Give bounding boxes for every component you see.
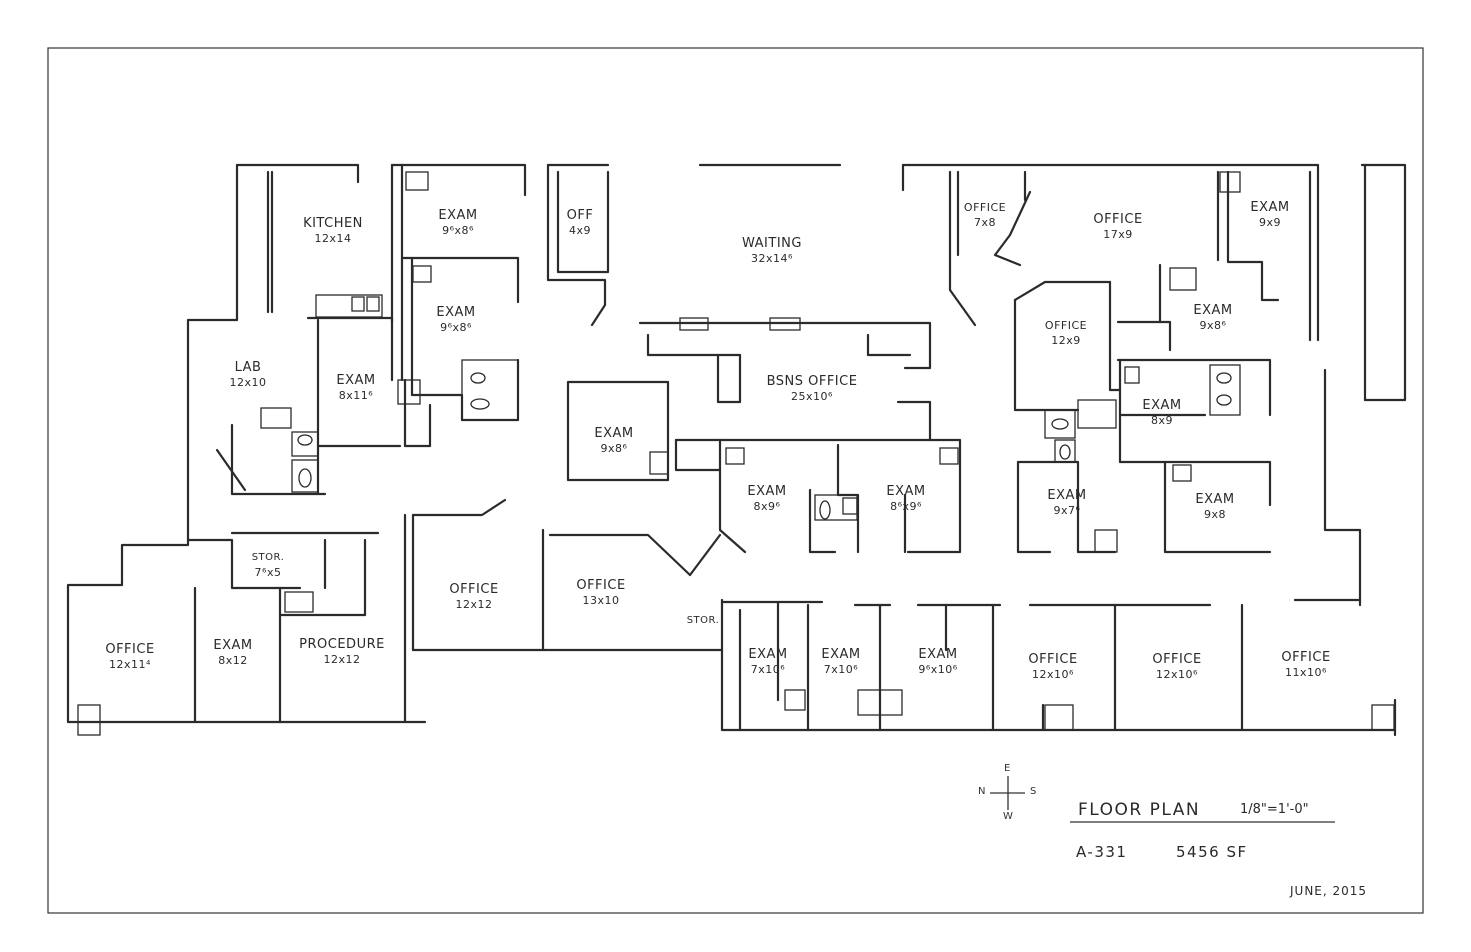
plumbing-fixtures [77, 171, 1395, 736]
drawing-title: FLOOR PLAN [1078, 800, 1201, 820]
sheet-border [47, 47, 1424, 914]
compass-w: W [1003, 811, 1013, 822]
sheet-number: A-331 [1076, 843, 1128, 861]
room-label-stor: STOR. [686, 615, 720, 626]
room-label-stor: STOR.7⁶x5 [251, 552, 285, 579]
compass-e: E [1004, 763, 1011, 774]
compass-n: N [978, 786, 986, 797]
compass-s: S [1030, 786, 1037, 797]
north-arrow-icon [990, 776, 1025, 810]
walls [66, 163, 1407, 737]
drawing-scale: 1/8"=1'-0" [1240, 802, 1309, 817]
floor-area: 5456 SF [1176, 843, 1248, 861]
drawing-date: JUNE, 2015 [1290, 884, 1368, 898]
